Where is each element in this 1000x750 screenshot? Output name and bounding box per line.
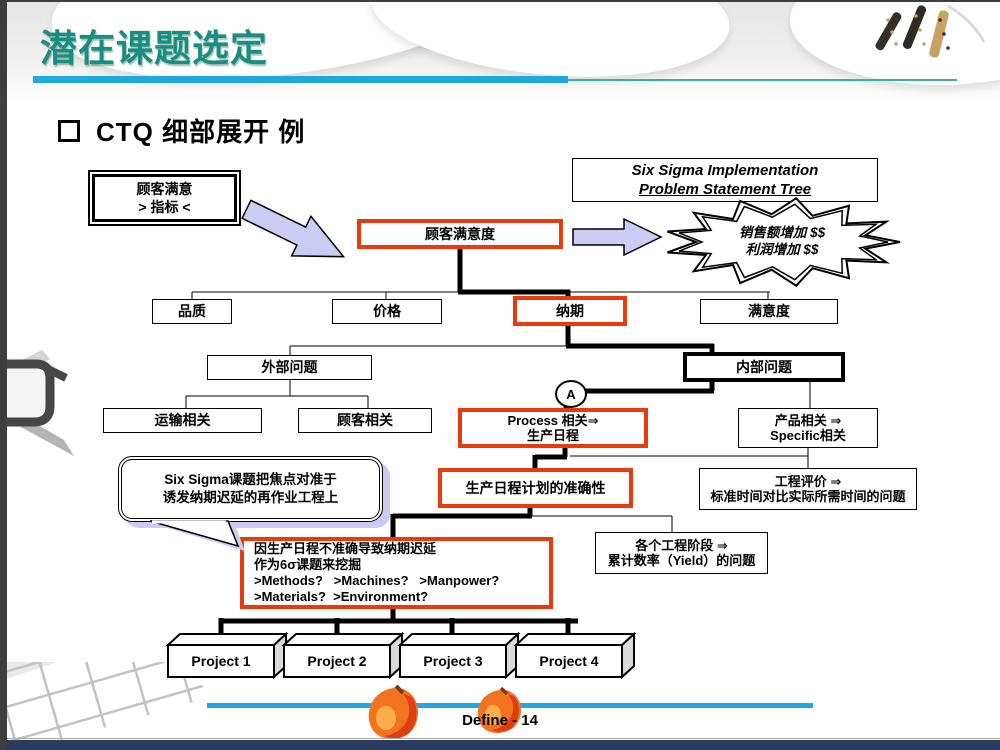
pen-sticks-graphic [875, 4, 986, 58]
six-sigma-line1: Six Sigma Implementation [631, 162, 819, 179]
connector-a-circle: A [555, 380, 587, 408]
transport-label: 运输相关 [154, 412, 211, 428]
transport-related-box: 运输相关 [103, 408, 262, 433]
six-sigma-statement-box: Six Sigma Implementation Problem Stateme… [572, 158, 878, 202]
quality-label: 品质 [178, 303, 206, 319]
project-1-label: Project 1 [191, 653, 250, 669]
footer-divider [0, 738, 1000, 739]
project-4-box: Project 4 [513, 631, 637, 680]
internal-label: 内部问题 [736, 358, 792, 375]
page-number: Define - 14 [462, 712, 538, 729]
schedule-label: 生产日程计划的准确性 [465, 479, 606, 496]
section-heading-label: CTQ 细部展开 例 [96, 117, 306, 147]
block-arrow-diagonal-icon [241, 199, 346, 258]
external-label: 外部问题 [261, 359, 318, 375]
title-underline-thin [568, 79, 957, 81]
topic-line2: 作为6σ课题来挖掘 [254, 557, 362, 572]
delivery-box: 纳期 [513, 296, 627, 326]
evaluation-line1: 工程评价 ⇒ [774, 474, 842, 489]
starburst-text: 销售额增加 $$ 利润增加 $$ [672, 212, 892, 270]
project-3-box: Project 3 [397, 631, 521, 680]
quality-box: 品质 [152, 299, 232, 324]
schedule-accuracy-box: 生产日程计划的准确性 [438, 468, 633, 508]
page-title: 潜在课题选定 [40, 28, 268, 69]
project-2-label: Project 2 [307, 653, 366, 669]
customer-related-label: 顾客相关 [337, 412, 393, 428]
pepper-graphic [477, 687, 522, 734]
project-2-box: Project 2 [281, 631, 405, 680]
topic-line3: >Methods? >Machines? >Manpower? [254, 573, 500, 588]
slide-left-edge [0, 0, 7, 750]
callout-tail [149, 520, 245, 551]
delivery-label: 纳期 [556, 302, 584, 319]
customer-box-line2: > 指标 < [138, 199, 191, 215]
stages-line2: 累计数率（Yield）的问题 [607, 553, 756, 568]
project-4-label: Project 4 [539, 653, 598, 669]
process-related-box: Process 相关⇒ 生产日程 [458, 408, 648, 448]
eyeglasses-graphic [0, 350, 74, 456]
title-underline [33, 76, 568, 83]
customer-box-line1: 顾客满意 [136, 181, 193, 197]
product-related-box: 产品相关 ⇒ Specific相关 [738, 408, 878, 448]
slide-top-edge [0, 0, 1000, 2]
callout-line2: 诱发纳期迟延的再作业工程上 [162, 490, 339, 505]
price-box: 价格 [332, 299, 442, 324]
satisfaction-level-box: 满意度 [700, 299, 838, 324]
satisfaction-label: 顾客满意度 [425, 225, 495, 242]
product-line1: 产品相关 ⇒ [774, 413, 842, 428]
satisfaction-level-label: 满意度 [748, 303, 790, 319]
starburst-shape [667, 197, 901, 287]
starburst-line2: 利润增加 $$ [745, 242, 819, 257]
connector-a-label: A [566, 386, 576, 402]
checkbox-bullet-icon [58, 119, 80, 142]
topic-line4: >Materials? >Environment? [254, 589, 429, 604]
product-line2: Specific相关 [770, 428, 846, 443]
six-sigma-focus-callout: Six Sigma课题把焦点对准于 诱发纳期迟延的再作业工程上 [118, 456, 383, 522]
topic-line1: 因生产日程不准确导致纳期迟延 [254, 541, 437, 556]
six-sigma-line2: Problem Statement Tree [638, 181, 812, 198]
callout-line1: Six Sigma课题把焦点对准于 [164, 472, 337, 487]
customer-related-box: 顾客相关 [298, 408, 432, 433]
project-1-box: Project 1 [165, 631, 289, 680]
section-heading: CTQ 细部展开 例 [58, 112, 305, 149]
block-arrow-right-icon [572, 218, 663, 256]
process-evaluation-box: 工程评价 ⇒ 标准时间对比实际所需时间的问题 [699, 468, 917, 510]
evaluation-line2: 标准时间对比实际所需时间的问题 [710, 489, 906, 504]
external-problems-box: 外部问题 [207, 355, 372, 380]
pepper-graphic [368, 684, 419, 740]
stages-line1: 各个工程阶段 ⇒ [635, 538, 728, 553]
price-label: 价格 [373, 303, 401, 319]
six-sigma-topic-box: 因生产日程不准确导致纳期迟延 作为6σ课题来挖掘 >Methods? >Mach… [240, 537, 553, 609]
internal-problems-box: 内部问题 [683, 352, 845, 382]
starburst-line1: 销售额增加 $$ [738, 225, 826, 240]
process-stages-box: 各个工程阶段 ⇒ 累计数率（Yield）的问题 [595, 532, 768, 574]
customer-satisfaction-degree-box: 顾客满意度 [357, 219, 563, 249]
process-line2: 生产日程 [526, 428, 579, 443]
project-3-label: Project 3 [423, 653, 482, 669]
footer-bar [0, 740, 1000, 750]
customer-satisfaction-index-box: 顾客满意 > 指标 < [88, 170, 241, 226]
process-line1: Process 相关⇒ [507, 413, 599, 428]
